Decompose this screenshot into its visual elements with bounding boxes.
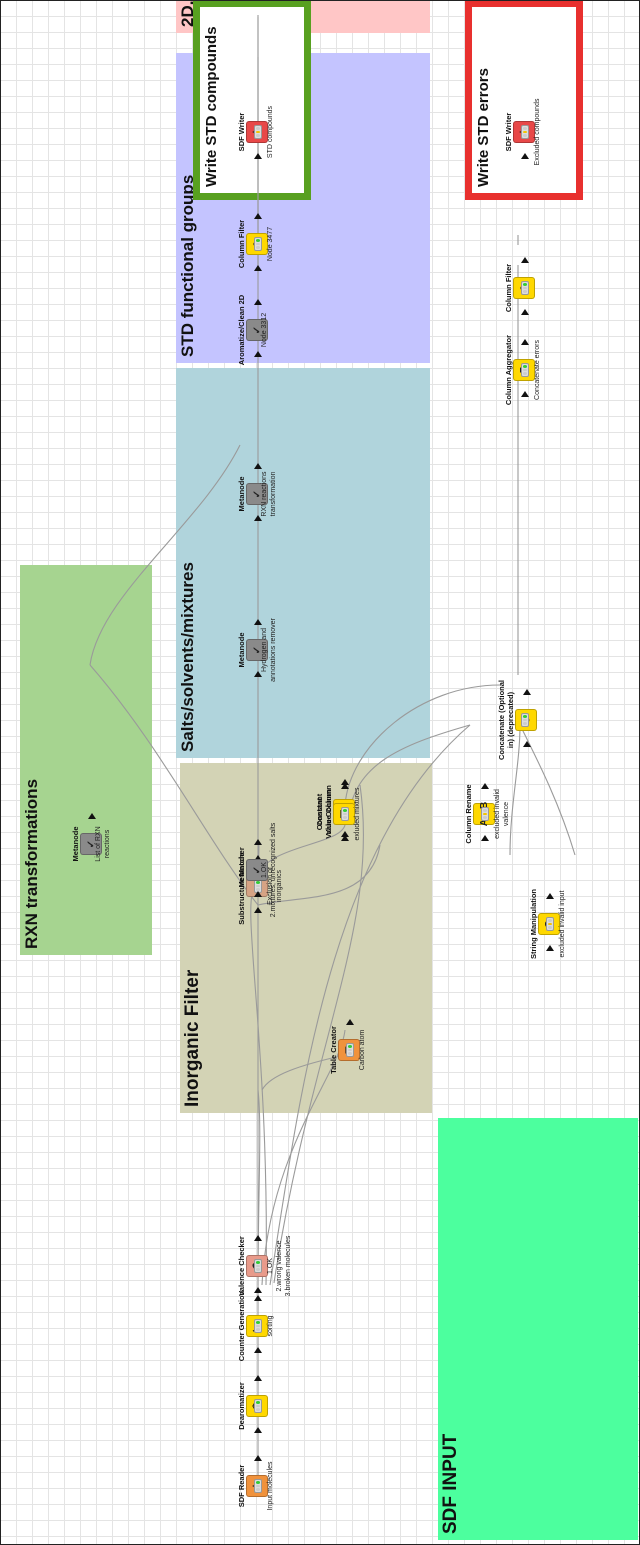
status-traffic-light-icon — [521, 363, 529, 377]
status-traffic-light-icon — [254, 237, 262, 251]
node-type-label: Metanode — [237, 476, 246, 512]
node-type-label: Metanode — [71, 826, 80, 862]
status-traffic-light-icon — [521, 125, 529, 139]
node-type-label: Metanode — [237, 852, 246, 888]
node-type-label: Constant Value Column — [315, 789, 333, 839]
node-label: Hydrogen and annotations remover — [261, 618, 277, 682]
input-port-icon[interactable] — [523, 741, 531, 747]
input-port-icon[interactable] — [546, 945, 554, 951]
node-label: Node 3477 — [267, 226, 274, 262]
node-label: 1.OK 2.wrong valence 3.broken molecules — [267, 1235, 292, 1297]
node-column-rename[interactable]: Column Rename A→B excluded invalid valen… — [455, 759, 510, 869]
node-label: Excluded compounds — [534, 98, 541, 166]
node-type-label: Column Rename — [464, 784, 473, 844]
annotation-title: RXN transformations — [22, 778, 41, 949]
output-port-icon[interactable] — [523, 689, 531, 695]
status-traffic-light-icon — [346, 1043, 354, 1057]
input-port-icon[interactable] — [254, 153, 262, 159]
input-port-icon[interactable] — [254, 1427, 262, 1433]
node-label: excluded invalid valence — [494, 789, 510, 839]
output-port-icon[interactable] — [481, 783, 489, 789]
node-string-manipulation[interactable]: String Manipulation S excluded invalid i… — [520, 869, 566, 979]
node-metanode-rxn-transform[interactable]: Metanode ✓ RXN reactions transformation — [228, 439, 277, 549]
node-type-label: Column Filter — [504, 263, 513, 313]
node-label: List of RXN reactions — [95, 826, 111, 862]
output-port-icon[interactable] — [346, 1019, 354, 1025]
node-sdf-writer-1[interactable]: SDF Writer ⚛ STD compounds — [228, 77, 274, 187]
node-type-label: Column Filter — [237, 219, 246, 269]
input-port-icon[interactable] — [254, 1347, 262, 1353]
input-port-icon[interactable] — [521, 391, 529, 397]
status-traffic-light-icon — [254, 125, 262, 139]
output-port-icon[interactable] — [341, 783, 349, 789]
output-port-icon[interactable] — [254, 213, 262, 219]
node-label: 1.OK 2.mixtures, unrecognized salts — [261, 822, 277, 918]
status-traffic-light-icon — [341, 807, 349, 821]
node-type-label: String Manipulation — [529, 889, 538, 959]
annotation-sdf-input[interactable]: SDF INPUT — [438, 1118, 638, 1540]
node-concatenate[interactable]: Concatenate (Optional in) (deprecated) ⊕ — [495, 665, 539, 775]
node-type-label: Table Creator — [329, 1026, 338, 1074]
node-type-label: Metanode — [237, 632, 246, 668]
node-type-label: SDF Writer — [504, 112, 513, 152]
status-traffic-light-icon — [521, 281, 529, 295]
annotation-title: SDF INPUT — [440, 1433, 461, 1534]
node-metanode-salts[interactable]: Metanode ✓ 1.OK 2.mixtures, unrecognized… — [228, 815, 277, 925]
status-traffic-light-icon — [546, 917, 554, 931]
node-type-label: Valence Checker — [237, 1236, 246, 1296]
annotation-title: Inorganic Filter — [182, 969, 203, 1107]
node-label: STD compounds — [267, 105, 274, 159]
status-traffic-light-icon — [254, 1399, 262, 1413]
node-column-filter-1[interactable]: Column Filter ⫲ Node 3477 — [228, 189, 274, 299]
node-valence-checker[interactable]: Valence Checker ⚗ 1.OK 2.wrong valence 3… — [228, 1211, 292, 1321]
box-title: Write STD errors — [475, 68, 492, 187]
status-traffic-light-icon — [254, 1259, 262, 1273]
node-metanode-rxn[interactable]: Metanode ✓ List of RXN reactions — [62, 789, 111, 899]
output-port-icon[interactable] — [546, 893, 554, 899]
node-label: Carbon atom — [359, 1029, 366, 1071]
status-traffic-light-icon — [481, 807, 489, 821]
node-label: excluded invalid input — [559, 890, 566, 958]
input-port-icon[interactable] — [254, 265, 262, 271]
output-port-icon[interactable] — [521, 257, 529, 263]
status-traffic-light-icon — [521, 713, 529, 727]
input-port-icon[interactable] — [254, 1287, 262, 1293]
annotation-title: Salts/solvents/mixtures — [178, 562, 197, 752]
node-label: RXN reactions transformation — [261, 471, 277, 517]
status-traffic-light-icon — [254, 1479, 262, 1493]
node-metanode-hydrogen[interactable]: Metanode ✓ Hydrogen and annotations remo… — [228, 595, 277, 705]
node-table-creator[interactable]: Table Creator ⊞ Carbon atom — [320, 995, 366, 1105]
annotation-salts[interactable]: Salts/solvents/mixtures — [176, 368, 430, 758]
node-sdf-writer-2[interactable]: SDF Writer ⚛ Excluded compounds — [495, 77, 541, 187]
status-traffic-light-icon — [254, 1319, 262, 1333]
input-port-icon[interactable] — [341, 835, 349, 841]
annotation-inorganic-filter[interactable]: Inorganic Filter — [180, 763, 432, 1113]
box-title: Write STD compounds — [203, 26, 220, 187]
node-type-label: Concatenate (Optional in) (deprecated) — [497, 680, 515, 761]
output-port-icon[interactable] — [254, 1235, 262, 1241]
node-type-label: SDF Writer — [237, 112, 246, 152]
node-constant-value-2[interactable]: Constant Value Column ▤ exluded mixtures — [315, 759, 361, 869]
annotation-title: STD functional groups — [178, 174, 197, 357]
node-column-filter-2[interactable]: Column Filter ⫲ — [495, 233, 537, 343]
node-label: exluded mixtures — [354, 787, 361, 841]
input-port-icon[interactable] — [521, 153, 529, 159]
input-port-icon[interactable] — [481, 835, 489, 841]
input-port-icon[interactable] — [521, 309, 529, 315]
